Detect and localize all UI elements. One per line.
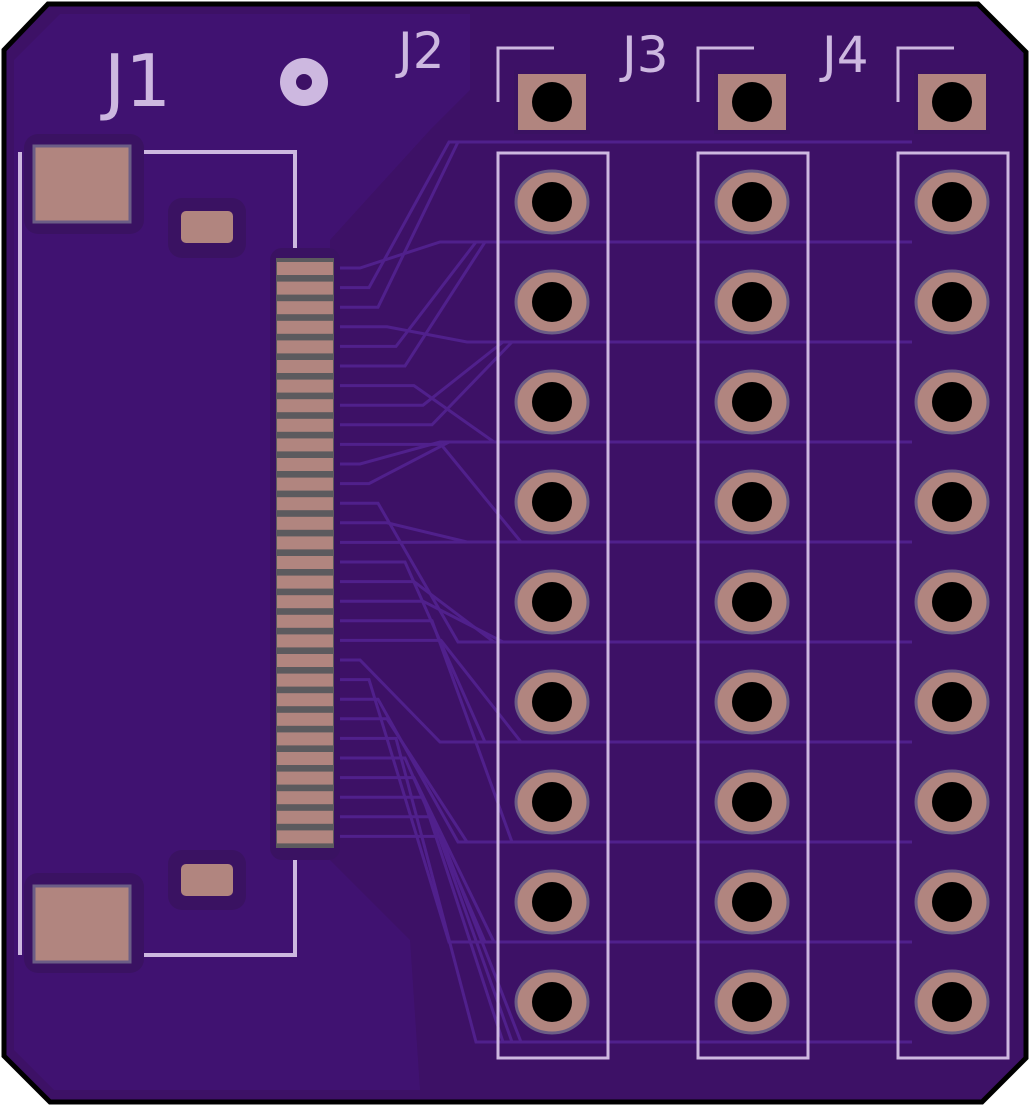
pin1-corner-mark	[496, 46, 554, 102]
j1-connector-outline	[18, 150, 297, 957]
pcb-trace	[334, 717, 912, 844]
drill-hole	[732, 282, 772, 322]
fpc-pad	[277, 438, 333, 452]
drill-hole	[532, 582, 572, 622]
drill-hole	[732, 782, 772, 822]
fpc-pad	[277, 301, 333, 315]
j1-mounting-pads	[24, 134, 246, 973]
fpc-pad	[277, 830, 333, 844]
trace-layer	[334, 140, 912, 1044]
header-silk-frame	[696, 151, 810, 1060]
drill-hole	[732, 882, 772, 922]
drill-hole	[932, 882, 972, 922]
ref-label-j2: J2	[395, 22, 445, 80]
header-silk-frame	[896, 151, 1010, 1060]
drill-hole	[532, 682, 572, 722]
copper-pour	[14, 14, 470, 1090]
fpc-pad	[277, 262, 333, 275]
header-silk-frame	[496, 151, 610, 1060]
pin1-corner-mark	[696, 46, 754, 102]
pcb-trace	[334, 795, 512, 1044]
drill-hole	[932, 782, 972, 822]
fpc-pad	[277, 673, 333, 687]
pcb-trace	[334, 658, 912, 744]
pin1-marker-icon	[280, 58, 328, 106]
fpc-pad	[277, 477, 333, 491]
drill-hole	[532, 182, 572, 222]
fpc-pad	[277, 536, 333, 550]
fpc-pad	[277, 712, 333, 726]
drill-hole	[932, 82, 972, 122]
fpc-pad	[277, 379, 333, 393]
drill-hole	[732, 482, 772, 522]
drill-hole	[532, 782, 572, 822]
ref-label-j3: J3	[619, 26, 669, 84]
pin1-corner-mark	[896, 46, 954, 102]
drill-hole	[732, 82, 772, 122]
fpc-pad	[277, 732, 333, 746]
fpc-pad	[277, 458, 333, 471]
drill-hole	[732, 182, 772, 222]
ref-label-j4: J4	[819, 26, 869, 84]
pcb-trace	[334, 736, 512, 1044]
fpc-pad	[277, 810, 333, 824]
drill-hole	[532, 82, 572, 122]
drill-hole	[732, 382, 772, 422]
drill-hole	[732, 682, 772, 722]
mount-pad-top-large	[32, 144, 132, 224]
drill-hole	[532, 882, 572, 922]
drill-hole	[532, 482, 572, 522]
mount-pad-bottom-small	[181, 864, 233, 896]
pcb-trace	[334, 140, 912, 309]
fpc-pad	[277, 556, 333, 569]
fpc-pad	[277, 771, 333, 785]
drill-hole	[932, 182, 972, 222]
drill-hole	[732, 982, 772, 1022]
fpc-pad	[277, 595, 333, 609]
fpc-pad	[277, 654, 333, 667]
drill-hole	[932, 382, 972, 422]
drill-hole	[932, 282, 972, 322]
drill-hole	[932, 582, 972, 622]
drill-hole	[532, 382, 572, 422]
mount-pad-top-small	[181, 211, 233, 243]
fpc-pad	[277, 575, 333, 589]
fpc-pad	[277, 418, 333, 432]
fpc-pad	[277, 791, 333, 805]
drill-hole	[532, 982, 572, 1022]
pcb-trace	[334, 776, 912, 944]
pcb-trace	[334, 340, 912, 427]
fpc-pad	[277, 281, 333, 295]
ref-label-j1: J1	[100, 39, 171, 123]
drill-hole	[932, 482, 972, 522]
fpc-pad	[277, 497, 333, 511]
mount-pad-bottom-large	[32, 884, 132, 964]
pcb-trace	[334, 599, 912, 644]
pcb-trace	[334, 501, 512, 644]
fpc-pad	[277, 752, 333, 765]
fpc-pad	[277, 634, 333, 648]
pcb-trace	[334, 440, 912, 486]
pcb-trace	[334, 834, 912, 1044]
drill-hole	[932, 682, 972, 722]
j1-fpc-pads	[270, 248, 340, 860]
header-j3	[696, 46, 810, 1060]
drill-hole	[932, 982, 972, 1022]
header-j2	[496, 46, 610, 1060]
fpc-pad	[277, 516, 333, 530]
drill-hole	[732, 582, 772, 622]
fpc-pad	[277, 340, 333, 354]
fpc-pad	[277, 693, 333, 707]
pcb-trace	[334, 619, 514, 843]
fpc-pad	[277, 399, 333, 413]
header-j4	[896, 46, 1010, 1060]
fpc-pad	[277, 360, 333, 373]
fpc-pad	[277, 320, 333, 334]
drill-hole	[532, 282, 572, 322]
fpc-pad	[277, 614, 333, 628]
